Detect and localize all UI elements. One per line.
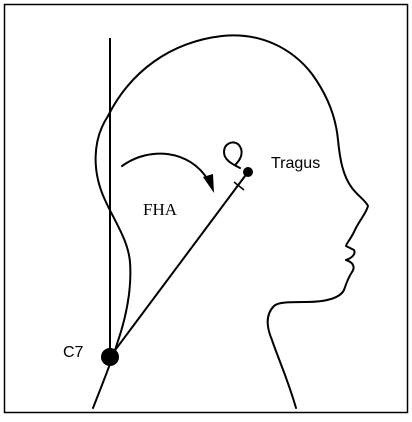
head-silhouette — [93, 35, 368, 408]
fha-label: FHA — [143, 200, 178, 219]
c7-point — [101, 348, 119, 366]
fha-arrow-head — [203, 174, 214, 193]
ear-curl — [224, 142, 242, 168]
tragus-point — [243, 167, 253, 177]
c7-label: C7 — [63, 344, 84, 361]
tragus-label: Tragus — [271, 155, 320, 172]
fha-angle-arrow — [122, 154, 208, 180]
